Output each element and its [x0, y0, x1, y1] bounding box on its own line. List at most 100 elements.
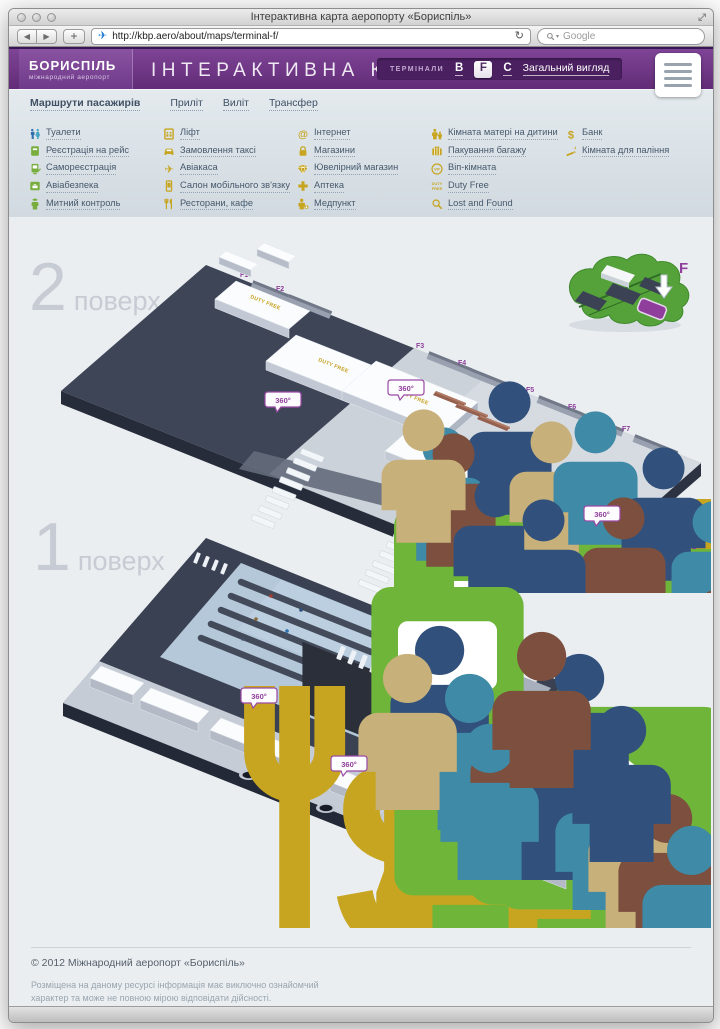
legend-item-restaurants[interactable]: Ресторани, кафе	[163, 197, 296, 211]
window-minimize-button[interactable]	[32, 13, 41, 22]
forward-button[interactable]: ▶	[37, 28, 57, 44]
gate-label: F3	[416, 343, 424, 350]
url-text: http://kbp.aero/about/maps/terminal-f/	[112, 30, 279, 42]
gate-label: F6	[568, 404, 576, 411]
svg-text:360°: 360°	[341, 760, 357, 769]
window-zoom-button[interactable]	[47, 13, 56, 22]
page-footer: © 2012 Міжнародний аеропорт «Бориспіль» …	[9, 939, 713, 1007]
legend-item-shops[interactable]: Магазини	[297, 145, 430, 158]
window-title: Інтерактивна карта аеропорту «Бориспіль»	[250, 11, 472, 23]
mother-child-icon	[431, 128, 443, 140]
lost-and-found-icon	[431, 198, 443, 210]
smoking-room-icon	[565, 145, 577, 157]
medpoint-icon	[297, 198, 309, 210]
site-logo[interactable]: БОРИСПІЛЬ міжнародний аеропорт	[19, 49, 133, 89]
legend-item-checkin[interactable]: Реєстрація на рейс	[29, 145, 162, 158]
reload-button[interactable]: ↻	[514, 29, 524, 42]
legend-item-security[interactable]: Авіабезпека	[29, 180, 162, 193]
tab-passenger-routes[interactable]: Маршрути пасажирів	[30, 97, 141, 112]
wc-icon	[29, 128, 41, 140]
taxi-icon	[163, 145, 175, 157]
checkin-desk-icon	[29, 145, 41, 157]
panorama-360-badge[interactable]: 360°	[583, 505, 621, 528]
legend-item-medpoint[interactable]: Медпункт	[297, 197, 430, 211]
svg-text:360°: 360°	[251, 692, 267, 701]
gate-label: F1	[240, 272, 248, 279]
duty-free-icon	[431, 180, 443, 192]
footer-divider	[31, 947, 691, 948]
legend-item-ticketoffice[interactable]: Авіакаса	[163, 162, 296, 175]
back-button[interactable]: ◀	[17, 28, 37, 44]
gate-label: F2	[276, 286, 284, 293]
legend-item-bank[interactable]: Банк	[565, 127, 698, 140]
legend-item-motherchild[interactable]: Кімната матері на дитини	[431, 127, 564, 140]
minimap-arrow-icon	[655, 274, 673, 299]
floor2-map[interactable]: F1 F2 F3 F4 F5 F6 F7	[56, 243, 711, 593]
terminal-c-button[interactable]: C	[503, 62, 512, 77]
legend-item-smoking[interactable]: Кімната для паління	[565, 145, 698, 158]
site-header: БОРИСПІЛЬ міжнародний аеропорт ІНТЕРАКТИ…	[9, 47, 713, 97]
overview-link[interactable]: Загальний вигляд	[522, 62, 610, 76]
panorama-360-badge[interactable]: 360°	[330, 755, 368, 778]
filters-panel: Маршрути пасажирів Приліт Виліт Трансфер…	[9, 89, 713, 218]
site-favicon-plane-icon: ✈	[98, 29, 108, 42]
terminal-switcher: ТЕРМІНАЛИ B F C Загальний вигляд	[377, 58, 623, 80]
internet-icon	[297, 128, 309, 140]
legend-item-pharmacy[interactable]: Аптека	[297, 180, 430, 193]
legend-item-viproom[interactable]: Віп-кімната	[431, 162, 564, 175]
hamburger-icon	[664, 63, 692, 66]
map-legend: Туалети Реєстрація на рейс Самореєстраці…	[9, 121, 713, 217]
baggage-packing-icon	[431, 145, 443, 157]
panorama-360-badge[interactable]: 360°	[264, 391, 302, 414]
security-icon	[29, 180, 41, 192]
window-resize-icon[interactable]	[697, 12, 707, 22]
legend-item-lostfound[interactable]: Lost and Found	[431, 197, 564, 211]
legend-column-5: Банк Кімната для паління	[565, 127, 698, 162]
menu-tab-button[interactable]	[655, 53, 701, 97]
self-checkin-icon	[29, 163, 41, 175]
page-title: ІНТЕРАКТИВНА КАРТА	[151, 60, 458, 81]
legend-column-3: Інтернет Магазини Ювелірний магазин Апте…	[297, 127, 430, 215]
legend-item-mobile[interactable]: Салон мобільного зв'язку	[163, 180, 296, 193]
customs-icon	[29, 198, 41, 210]
mobile-phone-icon	[163, 180, 175, 192]
window-titlebar[interactable]: Інтерактивна карта аеропорту «Бориспіль»	[9, 9, 713, 26]
legend-item-dutyfree[interactable]: Duty Free	[431, 180, 564, 193]
legend-item-internet[interactable]: Інтернет	[297, 127, 430, 140]
legend-item-selfcheckin[interactable]: Самореєстрація	[29, 162, 162, 175]
search-dropdown-icon[interactable]: ▾	[556, 33, 560, 40]
address-bar[interactable]: ✈ http://kbp.aero/about/maps/terminal-f/…	[91, 27, 531, 45]
jewelry-icon	[297, 163, 309, 175]
tab-arrival[interactable]: Приліт	[170, 97, 203, 112]
browser-toolbar: ◀ ▶ + ✈ http://kbp.aero/about/maps/termi…	[9, 26, 713, 47]
floor1-map[interactable]: 360° 360°	[51, 518, 711, 928]
legend-item-customs[interactable]: Митний контроль	[29, 197, 162, 211]
panorama-360-badge[interactable]: 360°	[387, 379, 425, 402]
gate-label: F4	[458, 360, 466, 367]
routes-nav: Маршрути пасажирів Приліт Виліт Трансфер	[9, 89, 713, 119]
legend-item-toilets[interactable]: Туалети	[29, 127, 162, 140]
search-field[interactable]: ▾ Google	[537, 27, 705, 45]
add-bookmark-button[interactable]: +	[63, 28, 85, 44]
search-magnifier-icon: ▾	[546, 32, 559, 41]
minimap-terminal-f-highlight[interactable]	[636, 297, 668, 321]
airplane-icon	[163, 163, 175, 175]
terminal-f-button[interactable]: F	[474, 60, 493, 78]
floor2-gates: F1 F2 F3 F4 F5 F6 F7	[240, 272, 679, 459]
tab-transfer[interactable]: Трансфер	[268, 97, 318, 112]
legend-item-taxi[interactable]: Замовлення таксі	[163, 145, 296, 158]
logo-subtitle: міжнародний аеропорт	[29, 73, 111, 81]
gate-label: F5	[526, 387, 534, 394]
window-close-button[interactable]	[17, 13, 26, 22]
logo-title: БОРИСПІЛЬ	[29, 57, 117, 73]
tab-departure[interactable]: Виліт	[222, 97, 249, 112]
legend-item-lift[interactable]: Ліфт	[163, 127, 296, 140]
terminal-b-button[interactable]: B	[455, 62, 464, 77]
svg-text:360°: 360°	[594, 510, 610, 519]
restaurant-icon	[163, 198, 175, 210]
legend-item-baggagepacking[interactable]: Пакування багажу	[431, 145, 564, 158]
airport-overview-minimap[interactable]: F	[549, 247, 711, 335]
panorama-360-badge[interactable]: 360°	[240, 687, 278, 710]
legend-item-jewelry[interactable]: Ювелірний магазин	[297, 162, 430, 175]
